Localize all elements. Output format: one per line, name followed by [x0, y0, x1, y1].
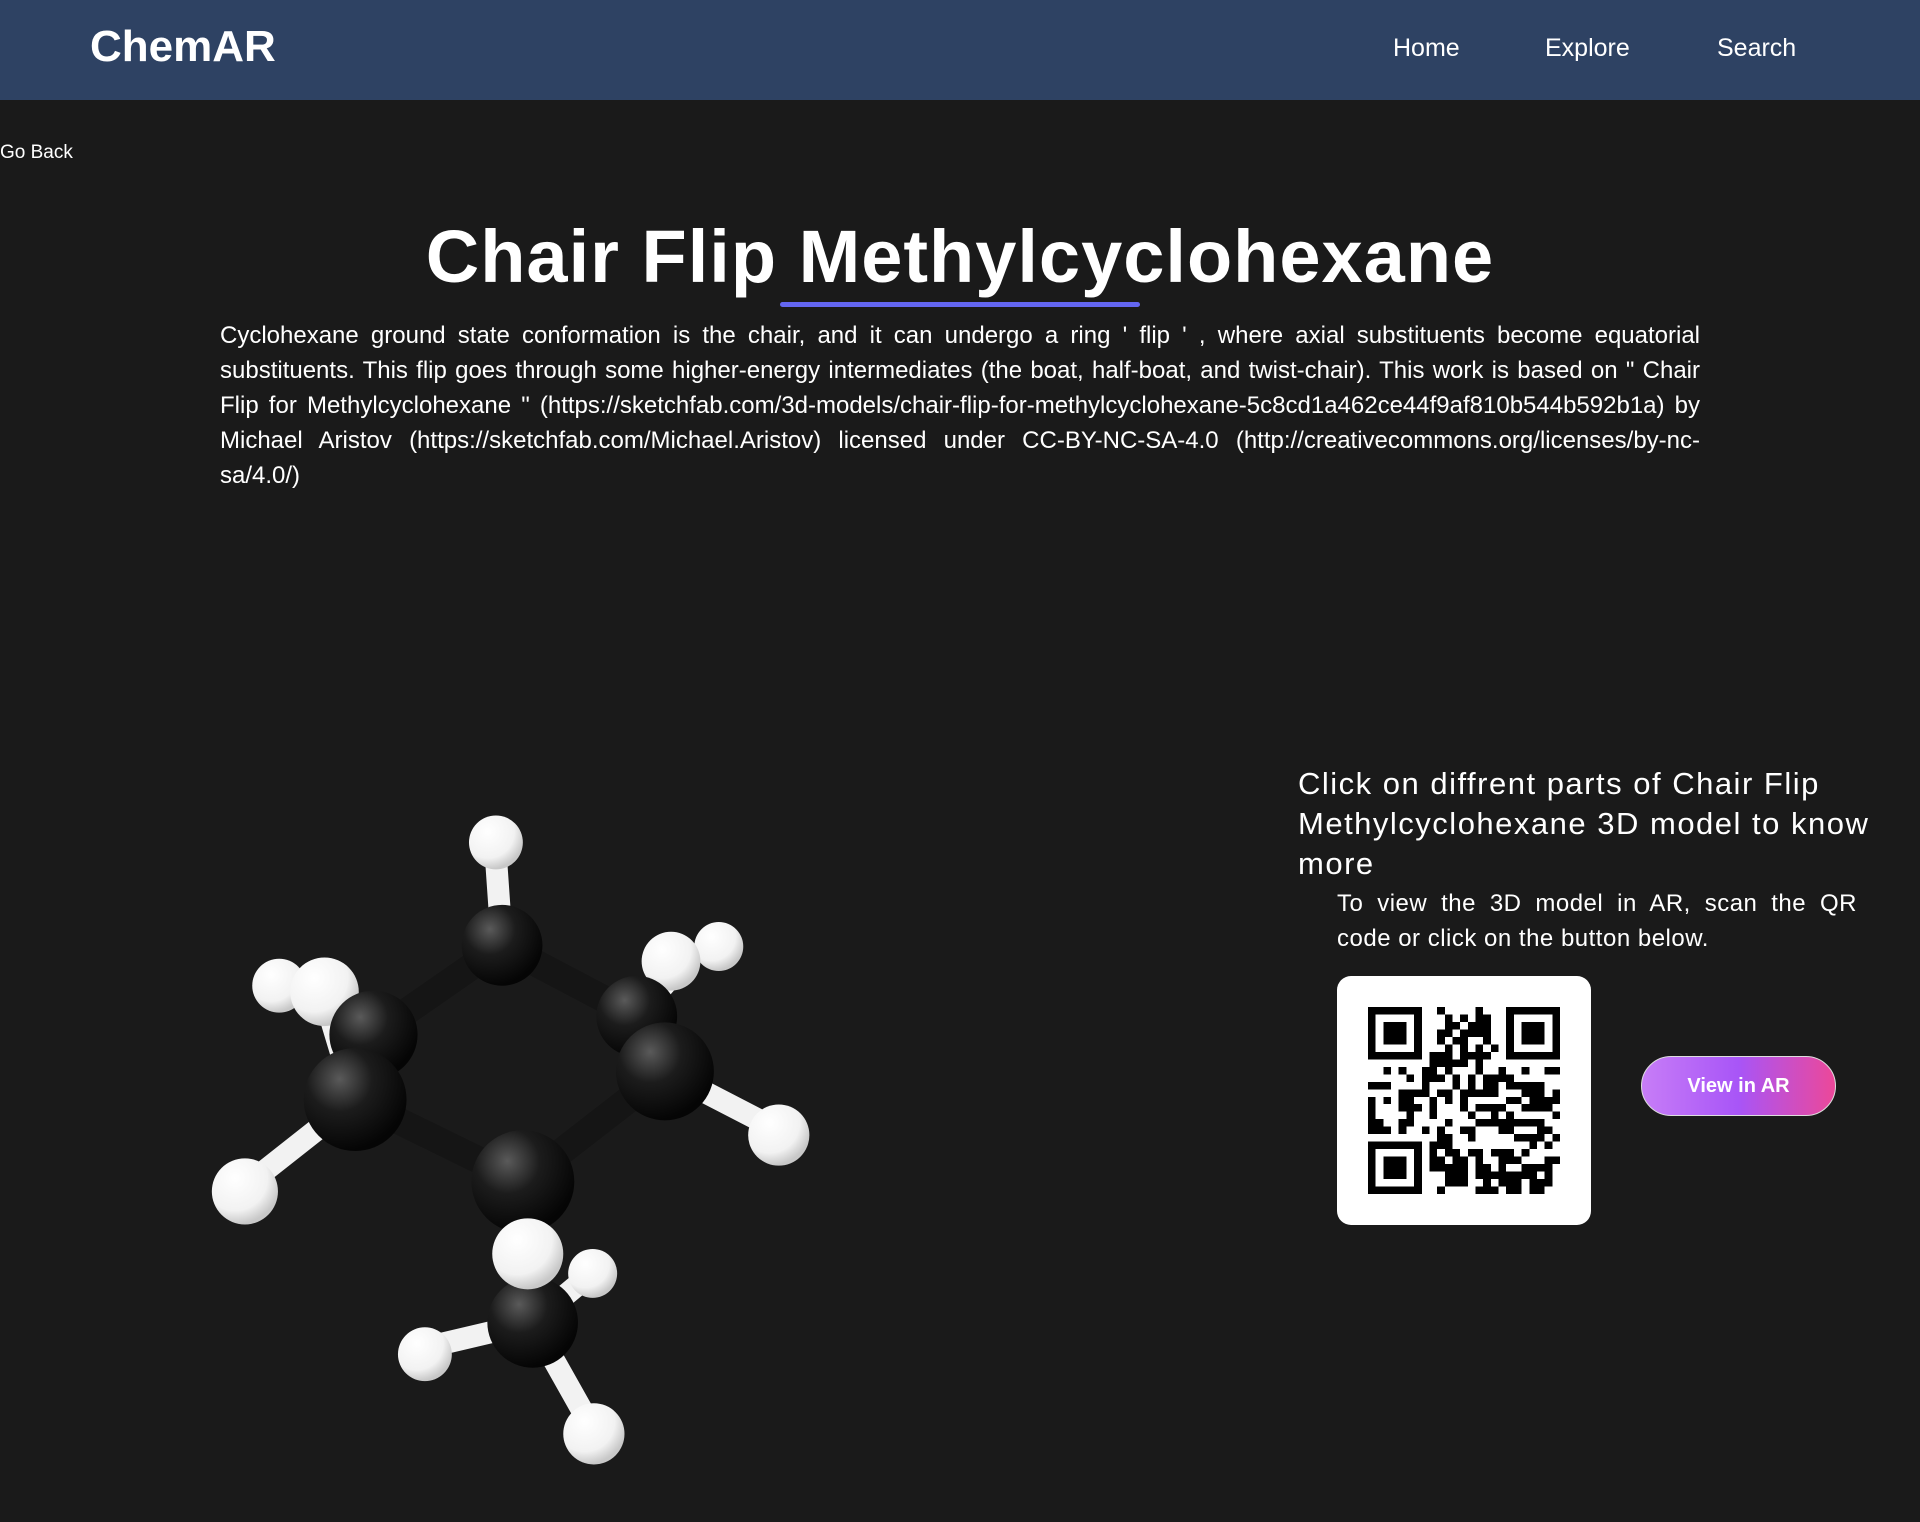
- logo[interactable]: ChemAR: [90, 22, 276, 71]
- nav-explore[interactable]: Explore: [1545, 34, 1630, 62]
- ar-instructions: To view the 3D model in AR, scan the QR …: [1337, 890, 1857, 952]
- carbon-atoms: [303, 904, 714, 1368]
- bonds: [240, 846, 783, 1432]
- top-navbar: ChemAR Home Explore Search: [0, 0, 1920, 100]
- model-description: Cyclohexane ground state conformation is…: [220, 322, 1700, 489]
- model-hint: Click on diffrent parts of Chair Flip Me…: [1298, 766, 1870, 881]
- qr-code-pattern: [1368, 1007, 1560, 1194]
- page-title: Chair Flip Methylcyclohexane: [425, 215, 1495, 298]
- title-underline: [780, 302, 1140, 307]
- qr-code[interactable]: [1337, 976, 1591, 1225]
- nav-search[interactable]: Search: [1717, 34, 1797, 62]
- view-in-ar-button[interactable]: View in AR: [1641, 1056, 1836, 1116]
- hydrogen-atom: [492, 1218, 564, 1290]
- go-back-link[interactable]: Go Back: [0, 142, 73, 163]
- nav-home[interactable]: Home: [1393, 34, 1460, 62]
- hydrogen-atoms: [211, 815, 810, 1465]
